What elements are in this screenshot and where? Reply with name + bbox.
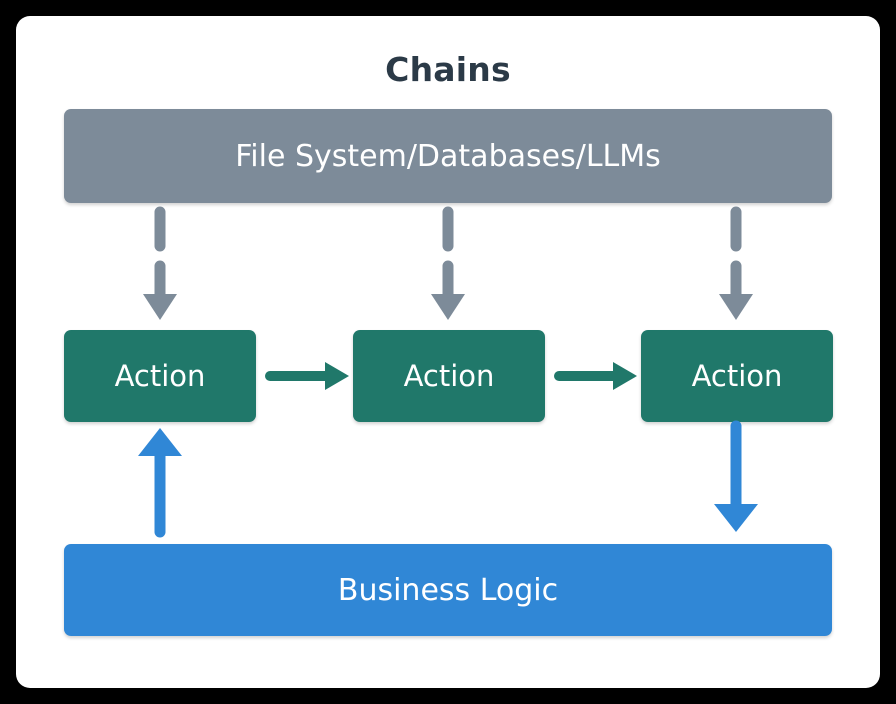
edge-resources-to-action-2: [431, 206, 465, 320]
node-label: Action: [691, 359, 783, 393]
node-business-logic[interactable]: Business Logic: [64, 544, 832, 636]
arrowhead-down-icon: [719, 294, 753, 320]
node-action-1[interactable]: Action: [64, 330, 256, 422]
node-file-system-databases-llms[interactable]: File System/Databases/LLMs: [64, 109, 832, 203]
arrowhead-down-icon: [714, 504, 758, 532]
node-action-3[interactable]: Action: [641, 330, 833, 422]
page-title: Chains: [385, 50, 511, 89]
node-label: Action: [114, 359, 206, 393]
edge-resources-to-action-3: [719, 206, 753, 320]
edge-action-2-to-action-3: [554, 362, 637, 390]
node-action-2[interactable]: Action: [353, 330, 545, 422]
node-label: Action: [403, 359, 495, 393]
arrowhead-down-icon: [431, 294, 465, 320]
diagram-card: Chains File System/Databases/LLMs Action…: [16, 16, 880, 688]
edge-business-logic-to-action-1: [138, 428, 182, 538]
node-label: File System/Databases/LLMs: [235, 138, 661, 174]
edge-action-3-to-business-logic: [714, 420, 758, 532]
node-label: Business Logic: [337, 572, 559, 608]
arrowhead-up-icon: [138, 428, 182, 456]
arrowhead-down-icon: [143, 294, 177, 320]
edge-action-1-to-action-2: [265, 362, 349, 390]
edge-resources-to-action-1: [143, 206, 177, 320]
arrowhead-right-icon: [613, 362, 637, 390]
arrowhead-right-icon: [325, 362, 349, 390]
